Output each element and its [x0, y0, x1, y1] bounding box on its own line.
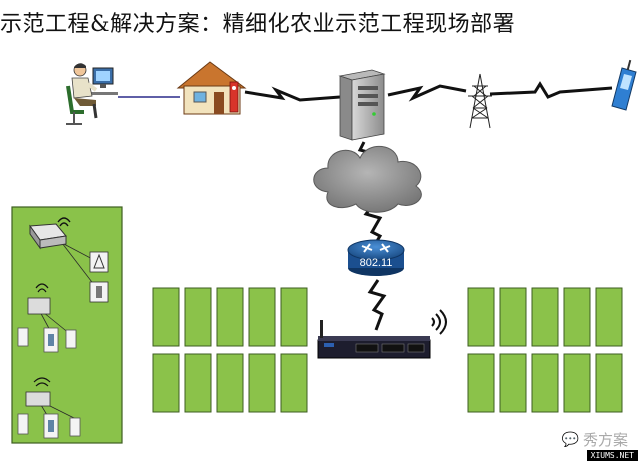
server-tower-wireless-link	[387, 84, 467, 102]
field-plot	[499, 353, 527, 413]
field-plot	[531, 287, 559, 347]
router-protocol-label: 802.11	[360, 257, 393, 269]
sensor-node-icon	[25, 377, 51, 407]
sensor-hub-icon	[29, 223, 67, 250]
watermark-brand: 秀方案	[582, 431, 628, 449]
field-plot	[152, 287, 180, 347]
field-plot	[563, 287, 591, 347]
sensor-probe-icon	[17, 327, 77, 353]
field-plot	[216, 287, 244, 347]
mobile-phone-icon	[611, 59, 637, 111]
sensor-probe-icon	[17, 413, 81, 439]
watermark: 💬 秀方案	[562, 429, 628, 450]
field-plot	[216, 353, 244, 413]
right-field-block	[467, 287, 623, 413]
wifi-router-icon	[347, 239, 405, 276]
field-gateway-device-icon	[317, 320, 431, 359]
field-plot	[563, 353, 591, 413]
field-plot	[595, 353, 623, 413]
field-plot	[152, 353, 180, 413]
watermark-site: XIUMS.NET	[586, 450, 638, 461]
transmission-tower-icon	[468, 73, 492, 129]
sensor-zone-panel	[11, 206, 123, 444]
field-plot	[499, 287, 527, 347]
field-plot	[184, 353, 212, 413]
sensor-node-icon	[27, 283, 51, 315]
field-plot	[248, 287, 276, 347]
server-icon	[338, 69, 386, 141]
field-plot	[248, 353, 276, 413]
internet-cloud-icon	[313, 145, 422, 213]
field-plot	[531, 353, 559, 413]
field-plot	[467, 287, 495, 347]
router-gateway-wireless-link	[367, 279, 387, 331]
soil-sensor-icon	[89, 281, 109, 303]
hub-signal-icon	[57, 217, 71, 227]
operator-workstation-icon	[66, 63, 118, 125]
farmhouse-icon	[176, 61, 247, 115]
field-plot	[467, 353, 495, 413]
field-plot	[280, 353, 308, 413]
gateway-signal-icon	[431, 309, 447, 335]
left-field-block	[152, 287, 308, 413]
tower-phone-wireless-link	[489, 81, 613, 99]
field-plot	[184, 287, 212, 347]
cloud-router-wireless-link	[363, 201, 383, 247]
field-plot	[595, 287, 623, 347]
weather-sensor-icon	[89, 251, 109, 273]
page-title: 示范工程&解决方案：精细化农业示范工程现场部署	[0, 12, 516, 37]
field-plot	[280, 287, 308, 347]
house-server-wireless-link	[244, 86, 341, 102]
chat-bubble-icon: 💬	[561, 431, 579, 448]
